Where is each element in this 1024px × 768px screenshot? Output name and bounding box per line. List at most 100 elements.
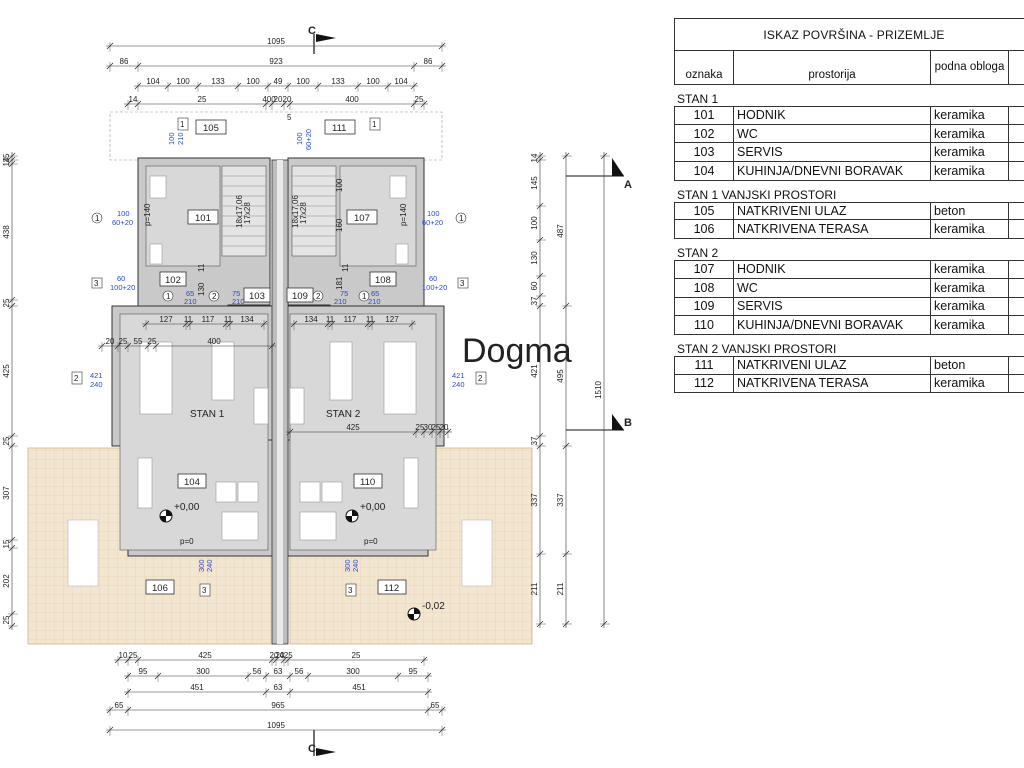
dimension-label: 300 [346, 667, 360, 676]
dimension-label: 20 [276, 651, 285, 660]
svg-text:1: 1 [166, 292, 171, 301]
dimension-label: 25 [198, 95, 207, 104]
room-tag-104: 104 [184, 477, 200, 488]
cell-podna-obloga: keramika [931, 316, 1009, 334]
dimension-label: 965 [271, 701, 285, 710]
dimension-label: 134 [240, 315, 254, 324]
svg-text:1: 1 [459, 214, 464, 223]
unit-label-stan1: STAN 1 [190, 409, 225, 420]
dimension-label: 127 [385, 315, 399, 324]
dimension-label: 117 [202, 315, 215, 324]
svg-text:300: 300 [343, 559, 352, 572]
svg-text:2: 2 [478, 374, 483, 383]
cell-podna-obloga: beton [931, 356, 1009, 374]
dimension-label: 25 [148, 337, 157, 346]
section-mark-c-bottom: C [308, 730, 336, 756]
svg-text:160: 160 [335, 218, 344, 232]
furniture [67, 175, 493, 587]
cell-extra [1009, 357, 1024, 374]
dimension-label: 11 [326, 315, 335, 324]
dimension-label: 202 [2, 574, 11, 588]
cell-extra [1009, 162, 1024, 180]
svg-text:1: 1 [95, 214, 100, 223]
cell-podna-obloga: keramika [931, 278, 1009, 297]
cell-prostorija: HODNIK [734, 107, 931, 124]
svg-text:100: 100 [117, 209, 130, 218]
svg-text:210: 210 [176, 132, 185, 145]
cell-extra [1009, 298, 1024, 316]
dimension-label: 425 [346, 423, 360, 432]
dimension-label: 425 [279, 651, 293, 660]
dimension-label: 55 [134, 337, 143, 346]
svg-text:421: 421 [90, 371, 103, 380]
unit-label-stan2: STAN 2 [326, 409, 361, 420]
dimension-label: 20 [440, 423, 449, 432]
dimension-label: 20 [270, 651, 279, 660]
dimension-label: 451 [352, 683, 366, 692]
svg-text:11: 11 [197, 263, 206, 272]
dimension-label: 307 [2, 486, 11, 500]
cell-prostorija: NATKRIVENA TERASA [734, 220, 931, 239]
dimension-label: 11 [184, 315, 193, 324]
dimension-label: 127 [159, 315, 173, 324]
cell-prostorija: NATKRIVENI ULAZ [734, 356, 931, 374]
dimension-label: 495 [556, 369, 565, 383]
dimension-label: 20 [283, 95, 292, 104]
table-title: ISKAZ POVRŠINA - PRIZEMLJE [674, 18, 1024, 50]
svg-text:60+20: 60+20 [112, 218, 133, 227]
room-tag-105: 105 [203, 123, 219, 134]
dimension-label: 104 [146, 77, 160, 86]
dimension-label: 56 [253, 667, 262, 676]
svg-text:60+20: 60+20 [304, 129, 313, 150]
cell-extra [1009, 220, 1024, 238]
svg-text:130: 130 [197, 282, 206, 296]
dimension-label: 49 [274, 77, 283, 86]
cell-prostorija: NATKRIVENI ULAZ [734, 202, 931, 220]
table-header: oznaka prostorija podna obloga [674, 50, 1024, 85]
dimension-label: 11 [366, 315, 375, 324]
dimension-label: 100 [176, 77, 190, 86]
dimension-label: 337 [556, 493, 565, 507]
dimension-label: 117 [344, 315, 357, 324]
dimension-label: 11 [224, 315, 233, 324]
dimension-label: 487 [556, 224, 565, 238]
dimension-label: 211 [556, 582, 565, 595]
svg-text:240: 240 [351, 559, 360, 572]
area-table: ISKAZ POVRŠINA - PRIZEMLJE oznaka prosto… [674, 18, 1024, 394]
svg-text:+0,00: +0,00 [174, 502, 200, 513]
dimension-label: 211 [530, 582, 539, 595]
cell-extra [1009, 261, 1024, 278]
svg-text:1: 1 [372, 120, 377, 129]
header-extra [1009, 51, 1024, 84]
cell-oznaka: 110 [675, 316, 734, 334]
dimension-label: 300 [196, 667, 210, 676]
section-label: STAN 1 VANJSKI PROSTORI [677, 187, 837, 202]
dimension-label: 14 [129, 95, 138, 104]
dimension-label: 25 [432, 423, 441, 432]
dimension-label: 56 [295, 667, 304, 676]
section-mark-c-top: C [308, 25, 336, 54]
dimension-label: 65 [115, 701, 124, 710]
svg-text:65: 65 [186, 289, 194, 298]
svg-text:240: 240 [452, 380, 465, 389]
section-label: STAN 1 [677, 92, 719, 106]
stair-1 [221, 165, 267, 257]
svg-text:100: 100 [335, 178, 344, 192]
svg-text:181: 181 [335, 276, 344, 290]
cell-oznaka: 103 [675, 143, 734, 162]
cell-oznaka: 109 [675, 297, 734, 316]
svg-text:2: 2 [74, 374, 79, 383]
dimension-label: 63 [274, 667, 283, 676]
cell-oznaka: 105 [675, 202, 734, 220]
svg-text:p=0: p=0 [180, 537, 194, 546]
svg-text:100+20: 100+20 [422, 283, 447, 292]
dimension-label: 37 [530, 436, 539, 445]
svg-text:3: 3 [202, 586, 207, 595]
canopy-outline [109, 111, 443, 161]
room-tag-110: 110 [360, 477, 375, 488]
section-mark-a: A [566, 158, 632, 191]
